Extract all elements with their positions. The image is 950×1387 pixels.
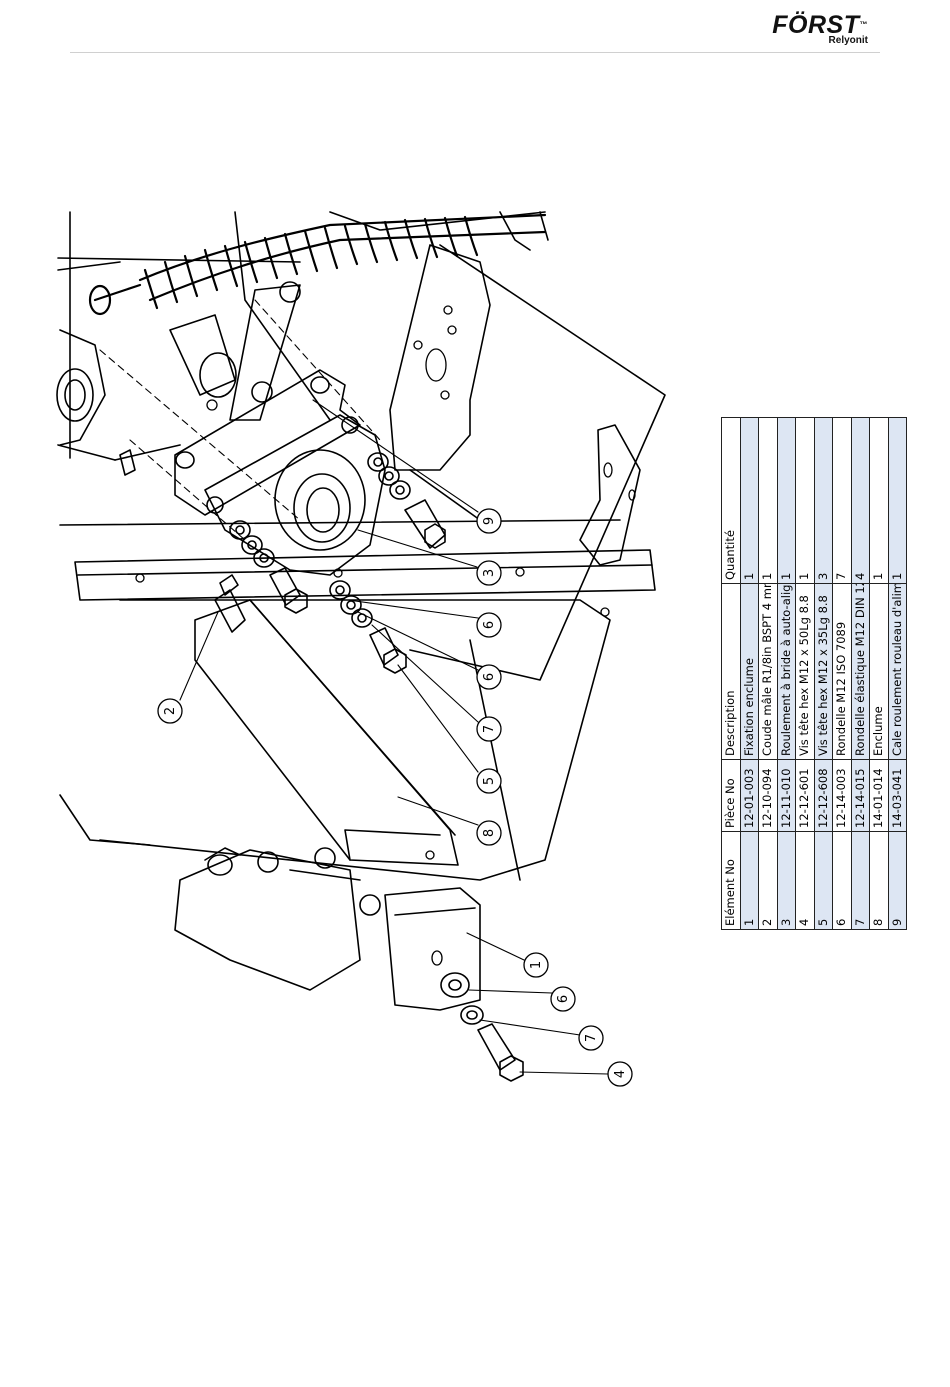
callout-9-circle bbox=[476, 508, 502, 534]
machine-frame bbox=[56, 211, 666, 1011]
trademark-symbol: ™ bbox=[859, 20, 868, 29]
parts-table-cell: 1 bbox=[758, 417, 777, 584]
callout-6c-circle bbox=[550, 986, 576, 1012]
callout-number: 5 bbox=[482, 777, 497, 785]
parts-table-header-cell: Pièce No bbox=[721, 759, 740, 832]
parts-table-cell: Cale roulement rouleau d'alimentation bbox=[888, 583, 907, 760]
callout-3-circle bbox=[476, 560, 502, 586]
callout-number: 6 bbox=[482, 621, 497, 629]
parts-table-cell: 6 bbox=[832, 831, 851, 930]
parts-table-cell: 5 bbox=[814, 831, 833, 930]
callout-2-circle bbox=[157, 698, 183, 724]
parts-table-cell: 1 bbox=[740, 831, 759, 930]
parts-table-cell: 12-01-003 bbox=[740, 759, 759, 832]
parts-table-cell: 14-03-041 bbox=[888, 759, 907, 832]
parts-table-cell: 8 bbox=[869, 831, 888, 930]
parts-table-cell: 4 bbox=[795, 831, 814, 930]
callout-6a-circle bbox=[476, 612, 502, 638]
brand-name: FÖRST bbox=[772, 11, 860, 39]
callout-number: 7 bbox=[584, 1034, 599, 1042]
parts-table-cell: 1 bbox=[795, 417, 814, 584]
callout-numbers: 2 9 3 6 6 7 5 8 1 6 7 4 bbox=[163, 517, 628, 1078]
plate-holes bbox=[135, 305, 636, 966]
parts-table-cell: 1 bbox=[777, 417, 796, 584]
callout-number: 6 bbox=[482, 673, 497, 681]
callout-5-circle bbox=[476, 768, 502, 794]
callout-number: 1 bbox=[529, 961, 544, 969]
callout-number: 4 bbox=[613, 1070, 628, 1078]
parts-table-cell: 9 bbox=[888, 831, 907, 930]
callout-8-circle bbox=[476, 820, 502, 846]
parts-table-cell: 7 bbox=[851, 831, 870, 930]
parts-table-cell: 12-12-608 bbox=[814, 759, 833, 832]
parts-table-cell: 3 bbox=[777, 831, 796, 930]
parts-table-cell: Roulement à bride à auto-alignement bbox=[777, 583, 796, 760]
callout-6b-circle bbox=[476, 664, 502, 690]
page-header: FÖRST™ Relyonit bbox=[0, 0, 950, 60]
callout-number: 7 bbox=[482, 725, 497, 733]
parts-table-cell: Vis tête hex M12 x 50Lg 8.8 bbox=[795, 583, 814, 760]
flange-bearing bbox=[99, 299, 386, 576]
callout-number: 3 bbox=[482, 569, 497, 577]
header-divider bbox=[70, 52, 880, 53]
parts-table-cell: 12-12-601 bbox=[795, 759, 814, 832]
parts-table-cell: Coude mâle R1/8in BSPT 4 mm bbox=[758, 583, 777, 760]
parts-table-cell: Enclume bbox=[869, 583, 888, 760]
parts-table-cell: 12-10-094 bbox=[758, 759, 777, 832]
callout-7b-circle bbox=[578, 1025, 604, 1051]
parts-table-cell: 1 bbox=[888, 417, 907, 584]
parts-table-header-cell: Description bbox=[721, 583, 740, 760]
callout-1-circle bbox=[523, 952, 549, 978]
parts-table-cell: 2 bbox=[758, 831, 777, 930]
parts-table-cell: Rondelle M12 ISO 7089 bbox=[832, 583, 851, 760]
parts-table-cell: 4 bbox=[851, 417, 870, 584]
parts-table-cell: 14-01-014 bbox=[869, 759, 888, 832]
parts-table-cell: 7 bbox=[832, 417, 851, 584]
callout-number: 9 bbox=[482, 517, 497, 525]
parts-table-cell: Fixation enclume bbox=[740, 583, 759, 760]
parts-table-cell: 3 bbox=[814, 417, 833, 584]
brand-tagline: Relyonit bbox=[828, 35, 868, 46]
callout-circles bbox=[157, 508, 633, 1087]
parts-table-cell: Vis tête hex M12 x 35Lg 8.8 bbox=[814, 583, 833, 760]
washers-and-bolts bbox=[207, 452, 524, 1082]
callout-number: 8 bbox=[482, 829, 497, 837]
parts-table-cell: 12-14-003 bbox=[832, 759, 851, 832]
parts-table-header-cell: Quantité bbox=[721, 417, 740, 584]
parts-table-cell: 12-11-010 bbox=[777, 759, 796, 832]
parts-table-cell: 1 bbox=[869, 417, 888, 584]
callout-number: 2 bbox=[163, 707, 178, 715]
spring-coil bbox=[88, 213, 547, 316]
parts-table-header-cell: Elément No bbox=[721, 831, 740, 930]
parts-table-cell: Rondelle élastique M12 DIN 128 bbox=[851, 583, 870, 760]
forst-logo: FÖRST™ Relyonit bbox=[772, 12, 868, 46]
callout-leaders bbox=[179, 399, 609, 1075]
parts-table-cell: 12-14-015 bbox=[851, 759, 870, 832]
callout-4-circle bbox=[607, 1061, 633, 1087]
parts-table-cell: 1 bbox=[740, 417, 759, 584]
side-straps bbox=[229, 281, 301, 421]
callout-7a-circle bbox=[476, 716, 502, 742]
callout-number: 6 bbox=[556, 995, 571, 1003]
